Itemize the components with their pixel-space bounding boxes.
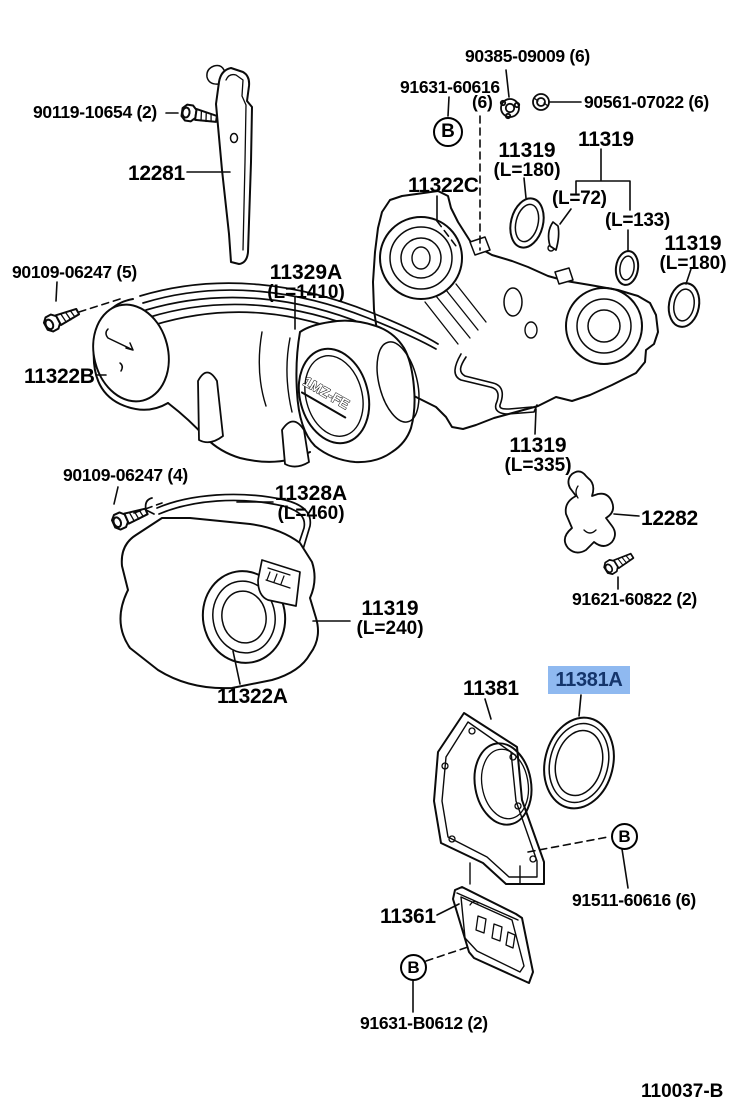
- bracket-12282-drawing: [563, 470, 616, 554]
- label-11328A[interactable]: 11328A (L=460): [275, 483, 347, 523]
- seal-11319-180-right-icon: [667, 282, 701, 328]
- label-11319-right[interactable]: 11319 (L=180): [659, 233, 726, 273]
- cover-11322C-drawing: [372, 190, 659, 430]
- label-11319-len133: (L=133): [605, 210, 670, 231]
- label-11319-240[interactable]: 11319 (L=240): [356, 598, 423, 638]
- part-number[interactable]: 11329A: [269, 261, 343, 284]
- callout-b-marker-bottom-right: B: [611, 823, 638, 850]
- callout-b-marker-top: B: [433, 117, 463, 147]
- bolt-90119-icon: [179, 103, 219, 126]
- seal-11319-72-icon: [547, 221, 560, 251]
- label-11322A[interactable]: 11322A: [217, 685, 288, 708]
- label-11319-mid[interactable]: 11319: [578, 128, 634, 151]
- label-90385-09009[interactable]: 90385-09009 (6): [465, 46, 590, 66]
- seal-11319-180-left-icon: [509, 197, 545, 249]
- label-11381A-highlighted[interactable]: 11381A: [548, 666, 630, 694]
- leader-lines: [55, 69, 692, 1013]
- label-11322B[interactable]: 11322B: [24, 365, 95, 388]
- part-length: (L=240): [356, 618, 424, 639]
- part-length: (L=180): [493, 160, 561, 181]
- label-91511-60616[interactable]: 91511-60616 (6): [572, 890, 696, 910]
- nut-90561-icon: [532, 93, 550, 111]
- retainer-11381-drawing: [433, 712, 545, 885]
- label-91631-60616[interactable]: 91631-60616: [400, 77, 500, 97]
- label-11381[interactable]: 11381: [463, 677, 519, 700]
- label-12281[interactable]: 12281: [128, 162, 185, 185]
- label-11319-left[interactable]: 11319 (L=180): [493, 140, 560, 180]
- label-90109-06247-4[interactable]: 90109-06247 (4): [63, 465, 188, 485]
- part-number[interactable]: 11328A: [274, 482, 348, 505]
- bolt-90109-5-icon: [41, 301, 82, 335]
- gasket-11319-335-drawing: [454, 353, 538, 415]
- label-11319-len72: (L=72): [552, 188, 607, 209]
- label-90109-06247-5[interactable]: 90109-06247 (5): [12, 262, 137, 282]
- label-11361[interactable]: 11361: [380, 905, 436, 928]
- label-90561-07022[interactable]: 90561-07022 (6): [584, 92, 709, 112]
- label-11322C[interactable]: 11322C: [408, 174, 479, 197]
- reference-dashed-lines: [78, 115, 609, 962]
- label-91631-B0612[interactable]: 91631-B0612 (2): [360, 1013, 488, 1033]
- label-90119-10654[interactable]: 90119-10654 (2): [33, 102, 157, 122]
- part-number[interactable]: 11319: [509, 434, 567, 457]
- label-11329A[interactable]: 11329A (L=1410): [267, 262, 345, 302]
- seal-11381A-drawing: [543, 716, 615, 810]
- part-length: (L=460): [277, 503, 345, 524]
- grommet-90385-icon: [499, 98, 521, 120]
- label-11319-335[interactable]: 11319 (L=335): [504, 435, 571, 475]
- bolt-91621-icon: [601, 547, 636, 577]
- cover-11322A-drawing: [119, 517, 319, 690]
- label-12282[interactable]: 12282: [641, 507, 698, 530]
- part-number[interactable]: 11319: [361, 597, 419, 620]
- plate-11361-drawing: [452, 886, 534, 984]
- part-length: (L=180): [659, 253, 727, 274]
- part-length: (L=335): [504, 455, 572, 476]
- seal-11319-133-icon: [614, 250, 640, 286]
- figure-code: 110037-B: [641, 1081, 724, 1102]
- cover-11322B-drawing: 1MZ-FE: [92, 298, 420, 468]
- part-length: (L=1410): [267, 282, 345, 303]
- part-number[interactable]: 11319: [498, 139, 556, 162]
- callout-b-marker-bottom-left: B: [400, 954, 427, 981]
- bolt-90109-4-icon: [109, 501, 150, 533]
- part-number[interactable]: 11319: [664, 232, 722, 255]
- label-91621-60822[interactable]: 91621-60822 (2): [572, 589, 697, 609]
- bracket-12281-drawing: [206, 64, 253, 265]
- label-91631-60616-qty: (6): [472, 92, 493, 112]
